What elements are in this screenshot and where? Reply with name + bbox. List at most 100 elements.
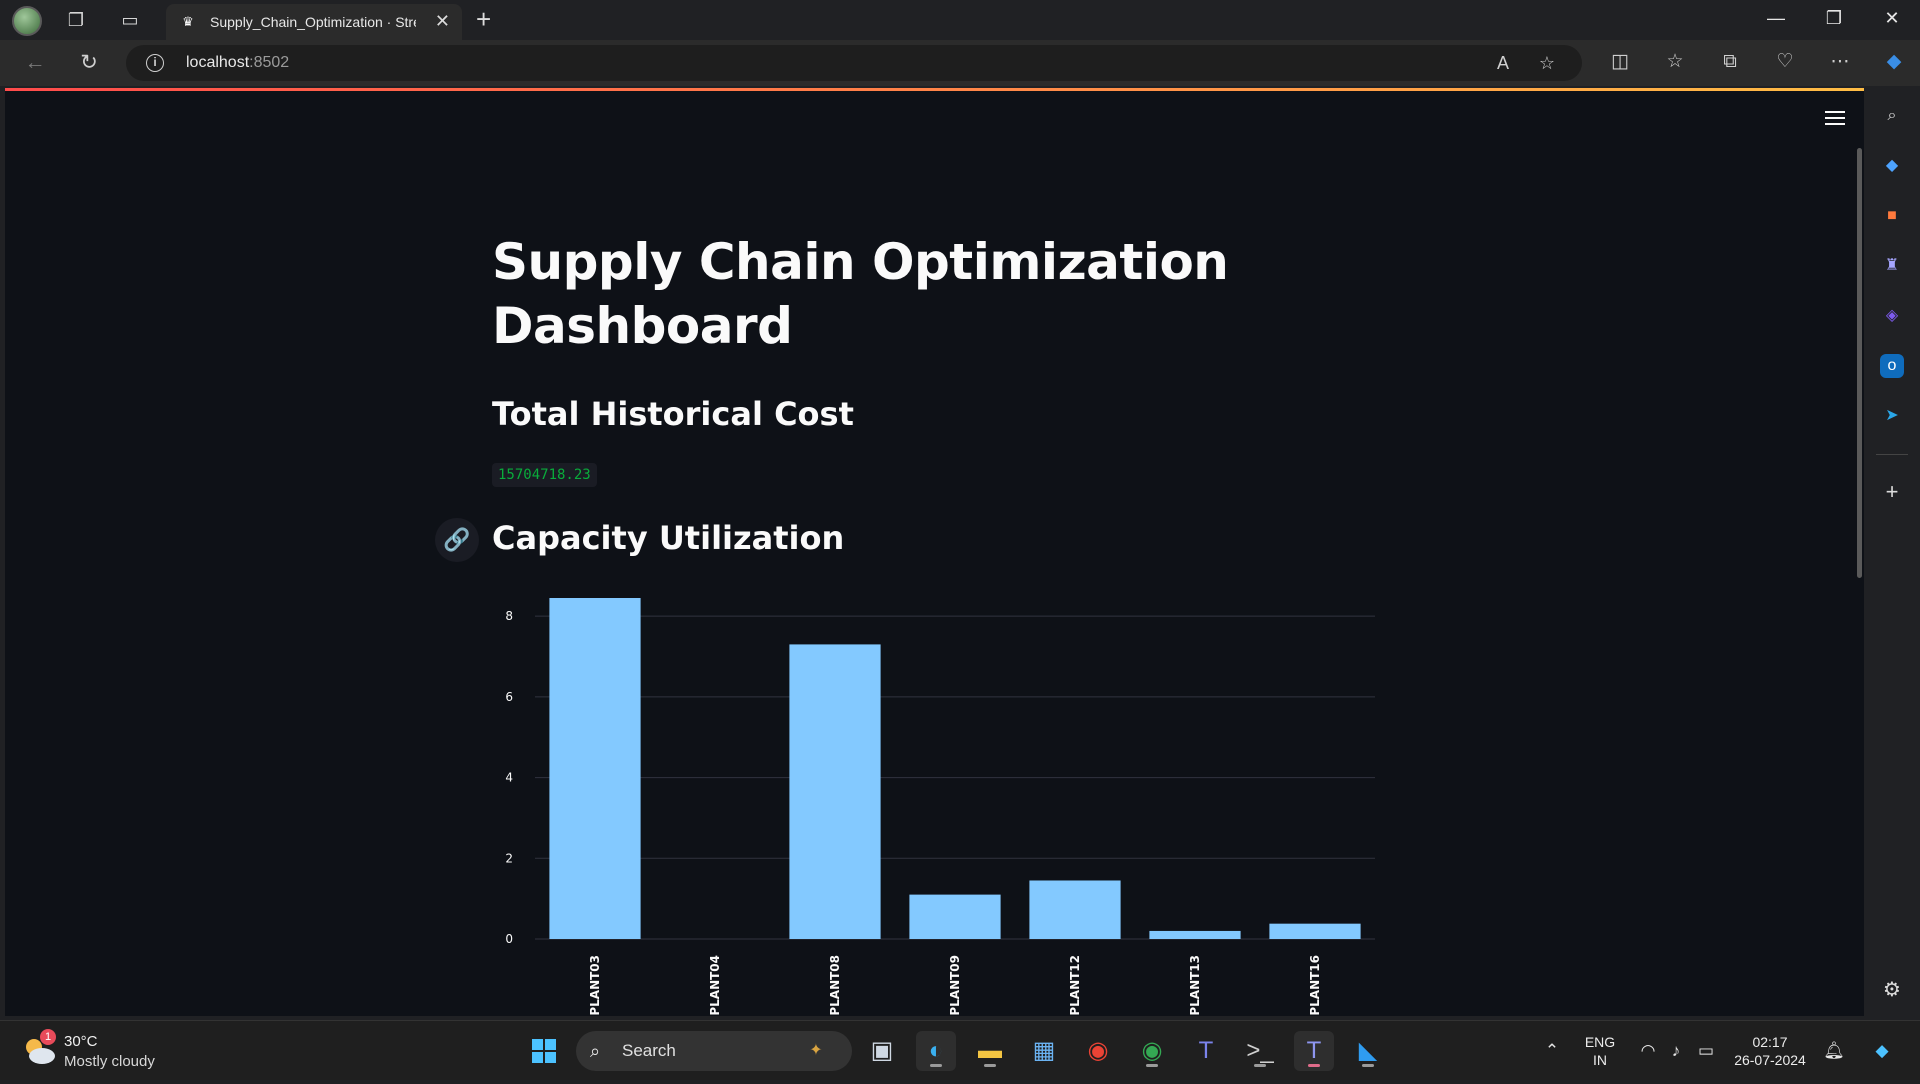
- x-tick-label: PLANT09: [948, 955, 962, 1016]
- add-sidebar-icon[interactable]: +: [1885, 479, 1899, 504]
- health-icon[interactable]: ♡: [1776, 51, 1794, 72]
- sidebar-divider: [1876, 454, 1908, 455]
- notifications-bell-icon[interactable]: 🔔︎: [1823, 1041, 1845, 1060]
- bar-plant08: [789, 644, 881, 939]
- weather-cloud-icon[interactable]: [22, 1035, 56, 1065]
- bar-plant03: [549, 598, 641, 939]
- bar-plant16: [1269, 923, 1361, 939]
- split-screen-icon[interactable]: ◫: [1611, 51, 1629, 72]
- edge-sidebar: ⌕ ◆ ■ ♜ ◈ o ➤ + ⚙: [1864, 86, 1920, 1018]
- show-hidden-icons[interactable]: ⌃: [1544, 1041, 1560, 1060]
- weather-badge: 1: [40, 1029, 56, 1045]
- x-tick-label: PLANT12: [1068, 955, 1082, 1016]
- workspaces-icon[interactable]: ❐: [67, 10, 85, 30]
- task-view-icon[interactable]: ▣: [870, 1037, 894, 1064]
- y-tick-label: 2: [505, 851, 513, 865]
- sidebar-search-icon[interactable]: ⌕: [1887, 107, 1897, 124]
- sidebar-settings-icon[interactable]: ⚙: [1883, 979, 1901, 1001]
- back-icon[interactable]: ←: [24, 51, 46, 74]
- page-scrollbar[interactable]: [1857, 148, 1862, 578]
- battery-icon[interactable]: ▭: [1697, 1041, 1715, 1060]
- bar-plant12: [1029, 880, 1121, 939]
- vscode-icon[interactable]: ◣: [1348, 1031, 1388, 1071]
- y-tick-label: 6: [505, 690, 513, 704]
- weather-description[interactable]: Mostly cloudy: [64, 1053, 155, 1070]
- send-icon[interactable]: ➤: [1885, 407, 1899, 424]
- file-explorer-icon[interactable]: ▬: [970, 1031, 1010, 1071]
- running-indicator: [984, 1064, 996, 1067]
- favorites-icon[interactable]: ☆: [1666, 51, 1684, 72]
- y-tick-label: 0: [505, 932, 513, 946]
- vertical-tabs-icon[interactable]: ▭: [121, 10, 139, 30]
- minimize-icon[interactable]: —: [1767, 8, 1785, 28]
- site-info-icon[interactable]: i: [146, 54, 164, 72]
- x-tick-label: PLANT03: [588, 955, 602, 1016]
- running-indicator: [1146, 1064, 1158, 1067]
- teams-icon[interactable]: T: [1198, 1037, 1214, 1064]
- terminal-icon[interactable]: >_: [1240, 1031, 1280, 1071]
- collections-icon[interactable]: ⧉: [1723, 51, 1737, 72]
- tab-title: Supply_Chain_Optimization · Stre: [210, 14, 416, 30]
- shopping-tag-icon[interactable]: ◆: [1885, 157, 1899, 174]
- read-aloud-icon[interactable]: A: [1496, 53, 1509, 73]
- wifi-icon[interactable]: ◠: [1640, 1041, 1656, 1060]
- running-indicator: [930, 1064, 942, 1067]
- volume-icon[interactable]: ♪: [1671, 1041, 1681, 1060]
- address-text[interactable]: localhost:8502: [186, 54, 290, 71]
- copilot-icon[interactable]: ◆: [1886, 51, 1902, 72]
- search-highlight-icon: ✦: [809, 1042, 823, 1059]
- streamlit-favicon-icon: ♛: [182, 14, 194, 29]
- taskbar-search[interactable]: ⌕ Search ✦: [576, 1031, 852, 1071]
- x-tick-label: PLANT13: [1188, 955, 1202, 1016]
- page-title: Supply Chain Optimization Dashboard: [492, 233, 1229, 355]
- copilot-taskbar-icon[interactable]: ◆: [1875, 1041, 1889, 1060]
- address-bar[interactable]: i localhost:8502 A ☆: [126, 45, 1582, 81]
- main-menu-icon[interactable]: [1825, 111, 1845, 127]
- running-indicator: [1254, 1064, 1266, 1067]
- start-button[interactable]: [524, 1031, 564, 1071]
- window-close-icon[interactable]: ✕: [1884, 8, 1900, 28]
- browser-toolbar: ← ↻ i localhost:8502 A ☆: [0, 40, 1920, 86]
- teams-work-icon[interactable]: T: [1294, 1031, 1334, 1071]
- bar-plant09: [909, 894, 1001, 939]
- more-options-icon[interactable]: ⋯: [1830, 51, 1850, 72]
- outlook-icon[interactable]: o: [1880, 354, 1904, 378]
- tab-close-icon[interactable]: ✕: [434, 11, 450, 31]
- search-icon: ⌕: [590, 1041, 601, 1061]
- x-tick-label: PLANT08: [828, 955, 842, 1016]
- chrome-icon[interactable]: ◉: [1087, 1037, 1109, 1064]
- copilot-sidebar-icon[interactable]: ◈: [1885, 307, 1899, 324]
- favorite-star-icon[interactable]: ☆: [1538, 53, 1556, 73]
- running-indicator: [1308, 1064, 1320, 1067]
- chrome-profile-icon[interactable]: ◉: [1132, 1031, 1172, 1071]
- section-heading-total-cost: Total Historical Cost: [492, 395, 854, 433]
- profile-avatar[interactable]: [12, 6, 42, 36]
- bar-plant13: [1149, 930, 1241, 939]
- tools-briefcase-icon[interactable]: ■: [1887, 207, 1897, 224]
- x-tick-label: PLANT16: [1308, 955, 1322, 1016]
- search-label: Search: [622, 1041, 676, 1060]
- edge-app-icon[interactable]: ◐: [916, 1031, 956, 1071]
- section-heading-capacity: Capacity Utilization: [492, 519, 845, 557]
- x-tick-label: PLANT04: [708, 955, 722, 1016]
- anchor-link-icon[interactable]: 🔗: [435, 518, 479, 562]
- restore-icon[interactable]: ❐: [1825, 8, 1843, 28]
- streamlit-page: 🔗 Supply Chain Optimization Dashboard To…: [5, 88, 1864, 1016]
- new-tab-button[interactable]: +: [476, 4, 492, 34]
- windows-taskbar: 1 30°C Mostly cloudy ⌕ Search ✦ ▣ ◐ ▬ ▦ …: [0, 1020, 1920, 1080]
- browser-tab-active[interactable]: ♛ Supply_Chain_Optimization · Stre ✕: [166, 4, 462, 40]
- games-icon[interactable]: ♜: [1884, 257, 1900, 274]
- weather-temperature[interactable]: 30°C: [64, 1033, 98, 1050]
- y-tick-label: 4: [505, 771, 513, 785]
- running-indicator: [1362, 1064, 1374, 1067]
- refresh-icon[interactable]: ↻: [80, 51, 98, 74]
- total-cost-value: 15704718.23: [492, 463, 597, 487]
- y-tick-label: 8: [505, 609, 513, 623]
- microsoft-store-icon[interactable]: ▦: [1032, 1037, 1056, 1064]
- windows-logo-icon: [532, 1039, 556, 1063]
- top-accent-bar: [5, 88, 1864, 91]
